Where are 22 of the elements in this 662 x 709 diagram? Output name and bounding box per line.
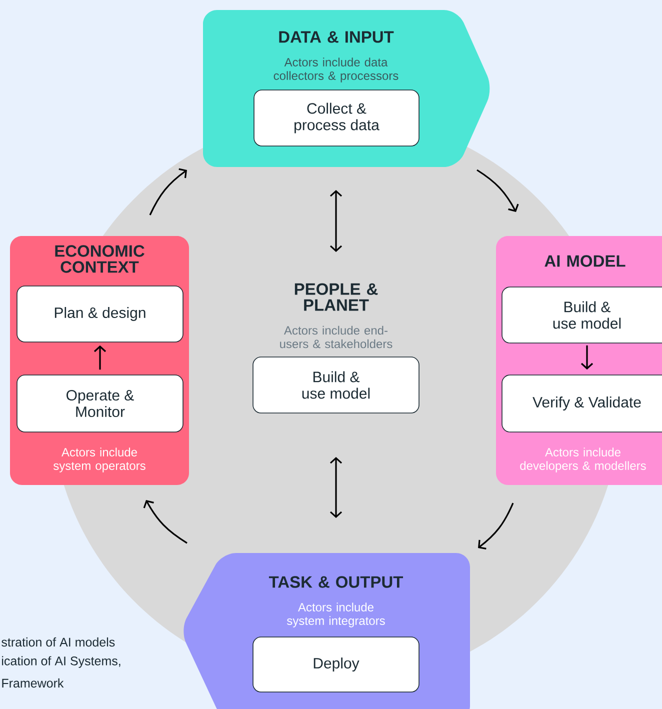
step-box: Plan & design: [16, 286, 184, 342]
step-box: Collect & process data: [254, 90, 420, 146]
node-label: AI MODEL: [544, 255, 626, 267]
step-box: Deploy: [252, 636, 420, 692]
step-box: Operate & Monitor: [16, 374, 184, 432]
step-box: Build & use model: [502, 286, 662, 344]
step-box: Verify & Validate: [502, 374, 662, 432]
note-text: stration of AI models: [2, 637, 115, 647]
node-label: ECONOMIC CONTEXT: [55, 245, 144, 273]
note-text: Framework: [2, 678, 64, 688]
arrow: [94, 345, 106, 370]
arrow: [330, 457, 342, 518]
arrow: [143, 500, 188, 544]
step-box: Build & use model: [252, 356, 420, 414]
arrow: [478, 502, 514, 550]
node-label: Actors include system operators: [53, 448, 146, 472]
arrow: [580, 345, 594, 370]
arrow: [330, 190, 342, 252]
arrow: [149, 168, 187, 216]
note-text: ication of AI Systems,: [2, 656, 120, 668]
node-label: Actors include developers & modellers: [520, 448, 646, 472]
arrow: [476, 169, 519, 212]
